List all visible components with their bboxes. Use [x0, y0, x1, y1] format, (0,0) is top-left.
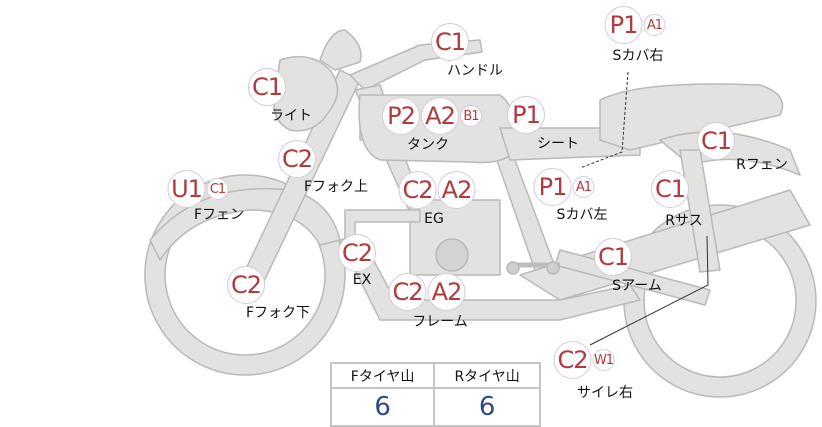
rear-tire-header: Rタイヤ山: [433, 362, 541, 389]
part-seat-badges: P1: [507, 96, 545, 134]
condition-badge: C1: [431, 23, 469, 61]
front-tire-value: 6: [329, 387, 436, 427]
part-front-fork-upper-label: Fフォク上: [303, 179, 369, 195]
part-front-fender-label: Fフェン: [193, 207, 245, 223]
part-exhaust-badges: C2: [338, 234, 376, 272]
part-rear-suspension-badges: C1: [651, 170, 689, 208]
part-swing-arm-label: Sアーム: [612, 278, 662, 294]
condition-badge: A1: [572, 176, 595, 198]
part-exhaust-label: EX: [352, 272, 372, 288]
condition-badge: P1: [604, 6, 643, 44]
part-silencer-right-label: サイレ右: [577, 385, 633, 401]
part-light-badges: C1: [248, 68, 286, 106]
condition-badge: A2: [427, 273, 466, 311]
part-engine-label: EG: [424, 211, 444, 227]
condition-badge: A1: [643, 14, 666, 36]
part-light-label: ライト: [270, 108, 312, 124]
part-front-fork-lower-badges: C2: [227, 266, 265, 304]
condition-badge: C1: [248, 68, 286, 106]
front-tire-header: Fタイヤ山: [329, 362, 436, 389]
part-side-cover-left-label: Sカバ左: [556, 207, 608, 223]
condition-badge: W1: [592, 349, 615, 371]
part-swing-arm-badges: C1: [594, 238, 632, 276]
condition-badge: P1: [533, 168, 572, 206]
condition-badge: B1: [460, 105, 482, 127]
part-tank-label: タンク: [407, 137, 449, 153]
part-handle-badges: C1: [431, 23, 469, 61]
condition-badge: A2: [421, 97, 459, 135]
condition-badge: C1: [697, 122, 735, 160]
condition-badge: A2: [437, 171, 476, 209]
condition-badge: C2: [278, 140, 316, 178]
condition-badge: C2: [338, 234, 376, 272]
condition-badge: C1: [594, 238, 632, 276]
condition-badge: P1: [507, 96, 545, 134]
rear-tire-value: 6: [433, 387, 541, 427]
condition-badge: C2: [227, 266, 265, 304]
condition-badge: C2: [553, 341, 592, 379]
part-side-cover-right-label: Sカバ右: [612, 48, 664, 64]
part-rear-fender-label: Rフェン: [736, 157, 788, 173]
condition-badge: C1: [206, 178, 229, 200]
part-front-fork-lower-label: Fフォク下: [245, 305, 311, 321]
tire-tread-table: Fタイヤ山 Rタイヤ山 6 6: [329, 362, 541, 427]
condition-badge: P2: [382, 97, 420, 135]
condition-badge: U1: [167, 170, 206, 208]
condition-badge: C2: [398, 171, 437, 209]
part-rear-fender-badges: C1: [697, 122, 735, 160]
part-frame-label: フレーム: [412, 314, 468, 330]
condition-badge: C2: [388, 273, 427, 311]
part-seat-label: シート: [537, 136, 579, 152]
part-rear-suspension-label: Rサス: [665, 213, 703, 229]
part-front-fork-upper-badges: C2: [278, 140, 316, 178]
part-handle-label: ハンドル: [447, 63, 503, 79]
condition-badge: C1: [651, 170, 689, 208]
